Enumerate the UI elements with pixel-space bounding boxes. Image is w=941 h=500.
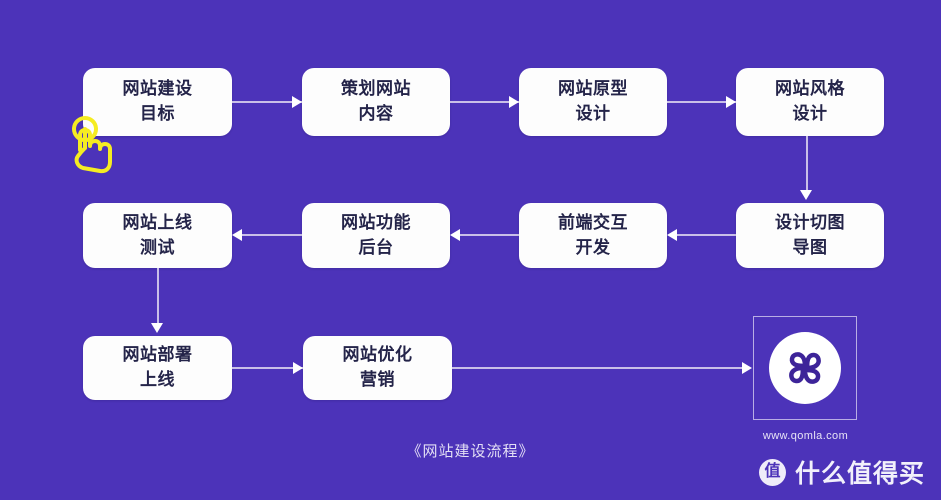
- flow-node-line1: 网站部署: [122, 345, 193, 365]
- flow-node-line2: 导图: [792, 237, 828, 257]
- flow-node-line1: 网站优化: [342, 345, 413, 365]
- connector-r3-n1-to-n2: [232, 367, 303, 369]
- logo-url-text: www.qomla.com: [762, 430, 849, 442]
- connector-r1-n3-to-n4: [667, 101, 736, 103]
- diagram-caption: 《网站建设流程》: [406, 443, 535, 460]
- logo-circle: [769, 332, 841, 404]
- arrowhead-r2n1-to-r3n1: [151, 323, 163, 333]
- flow-node-line2: 设计: [575, 104, 611, 123]
- connector-r1-n2-to-n3: [450, 101, 519, 103]
- flow-node-plan-content[interactable]: 策划网站 内容: [302, 68, 450, 136]
- arrowhead-r2-n2-to-n1: [232, 229, 242, 241]
- flow-node-prototype-design[interactable]: 网站原型 设计: [519, 68, 667, 136]
- watermark-text: 什么值得买: [794, 460, 925, 488]
- arrowhead-r1n4-to-r2n4: [800, 190, 812, 200]
- arrowhead-r1-n1-to-n2: [292, 96, 302, 108]
- tap-hand-cursor-icon: [72, 116, 112, 174]
- arrowhead-r2-n3-to-n2: [450, 229, 460, 241]
- connector-r2-n4-to-n3: [677, 234, 736, 236]
- flow-node-frontend-dev[interactable]: 前端交互 开发: [519, 203, 667, 268]
- connector-r1n4-to-r2n4: [806, 136, 808, 193]
- flow-node-line1: 网站原型: [558, 79, 628, 99]
- flow-node-function-backend[interactable]: 网站功能 后台: [302, 203, 450, 268]
- flow-node-line2: 上线: [140, 370, 175, 389]
- arrowhead-r1-n2-to-n3: [509, 96, 519, 108]
- flow-node-line1: 网站上线: [122, 212, 193, 232]
- flow-node-line2: 营销: [360, 370, 395, 389]
- flow-node-line1: 前端交互: [558, 212, 628, 232]
- flow-node-website-goal[interactable]: 网站建设 目标: [83, 68, 232, 136]
- flow-node-style-design[interactable]: 网站风格 设计: [736, 68, 884, 136]
- flow-node-line2: 开发: [575, 237, 611, 257]
- watermark: 值 什么值得买: [758, 454, 925, 490]
- logo-frame: [753, 316, 857, 420]
- qomla-pinwheel-logo-icon: [789, 352, 821, 384]
- flow-node-line1: 策划网站: [341, 79, 411, 99]
- connector-r2n1-to-r3n1: [157, 268, 159, 326]
- flow-node-line1: 网站建设: [122, 79, 193, 99]
- flow-node-line2: 测试: [140, 237, 175, 257]
- flow-node-line2: 目标: [140, 104, 175, 123]
- flow-node-line1: 网站功能: [341, 212, 411, 232]
- flow-node-line2: 后台: [358, 237, 394, 257]
- connector-r3-n2-to-logo: [452, 367, 743, 369]
- arrowhead-r2-n4-to-n3: [667, 229, 677, 241]
- connector-r1-n1-to-n2: [232, 101, 302, 103]
- arrowhead-r1-n3-to-n4: [726, 96, 736, 108]
- watermark-badge: 值: [758, 458, 786, 486]
- flow-node-optimize-marketing[interactable]: 网站优化 营销: [303, 336, 452, 400]
- arrowhead-r3-n1-to-n2: [293, 362, 303, 374]
- flow-node-design-slicing[interactable]: 设计切图 导图: [736, 203, 884, 268]
- flow-node-line1: 网站风格: [775, 79, 845, 99]
- flow-node-line1: 设计切图: [775, 212, 845, 232]
- flow-node-line2: 内容: [358, 104, 394, 123]
- flow-node-deploy-online[interactable]: 网站部署 上线: [83, 336, 232, 400]
- arrowhead-r3-n2-to-logo: [742, 362, 752, 374]
- flow-node-launch-test[interactable]: 网站上线 测试: [83, 203, 232, 268]
- connector-r2-n2-to-n1: [242, 234, 302, 236]
- connector-r2-n3-to-n2: [460, 234, 519, 236]
- flow-node-line2: 设计: [792, 104, 828, 123]
